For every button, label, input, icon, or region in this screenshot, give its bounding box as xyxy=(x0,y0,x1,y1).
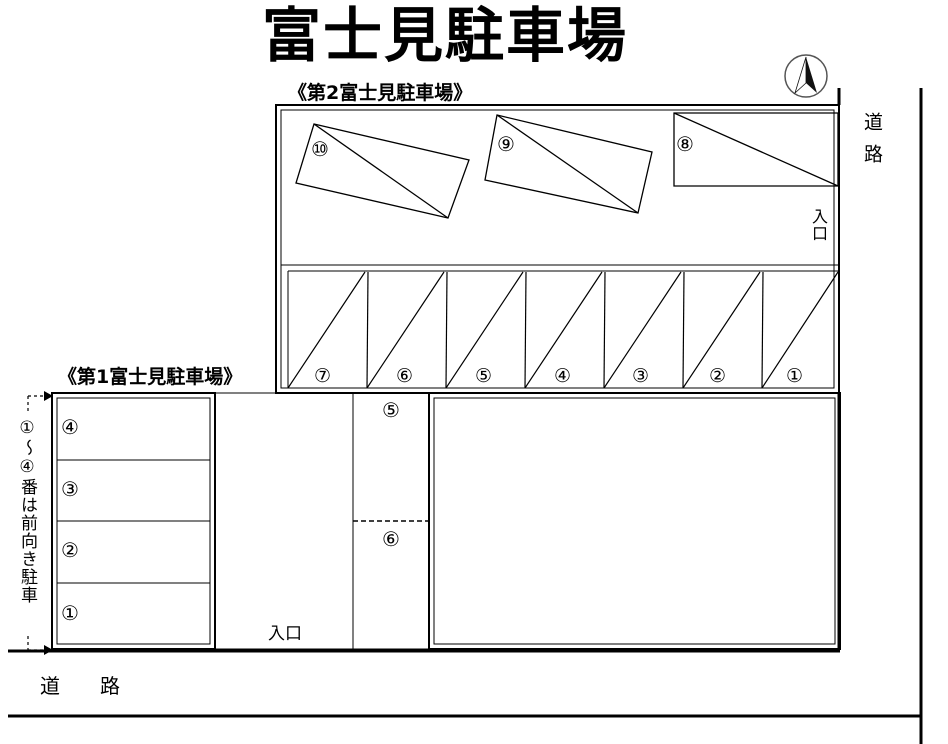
angled-divider-7-right xyxy=(366,271,445,389)
stall-label-4[interactable]: ④ xyxy=(554,366,572,387)
lot1-stall-label-5[interactable]: ⑤ xyxy=(382,398,400,422)
stall-label-3[interactable]: ③ xyxy=(632,366,650,387)
stall-label-9[interactable]: ⑨ xyxy=(497,132,515,156)
angled-tick-6 xyxy=(445,271,448,389)
stall-label-10[interactable]: ⑩ xyxy=(311,137,329,161)
lot2-entrance-label: 入口 xyxy=(809,208,828,242)
angled-tick-5 xyxy=(524,271,527,389)
stall-label-5[interactable]: ⑤ xyxy=(475,366,493,387)
angled-tick-7 xyxy=(366,271,369,389)
lot2-inner-frame xyxy=(280,109,835,389)
angled-divider-5-right xyxy=(524,271,603,389)
angled-tick-2 xyxy=(761,271,764,389)
angled-tick-4 xyxy=(603,271,606,389)
compass-needle-light xyxy=(794,56,807,95)
stall-label-8[interactable]: ⑧ xyxy=(676,132,694,156)
angled-divider-6-right xyxy=(445,271,524,389)
stall-10-diagonal xyxy=(313,123,449,219)
note-arrowhead-bottom xyxy=(44,645,53,655)
front-parking-note: ①〜④番は前向き駐車 xyxy=(17,418,37,604)
stall-label-2[interactable]: ② xyxy=(709,366,727,387)
lot1-entrance-label: 入口 xyxy=(268,624,302,644)
lot1-stall-label-1[interactable]: ① xyxy=(61,601,79,625)
road-label-right: 道路 xyxy=(861,112,883,176)
lot1-stall-label-6[interactable]: ⑥ xyxy=(382,527,400,551)
lot1-driveway xyxy=(214,392,354,650)
road-label-bottom: 道 路 xyxy=(40,674,130,698)
angled-divider-2-right xyxy=(761,271,839,389)
angled-divider-7-left xyxy=(287,271,366,389)
angled-divider-4-right xyxy=(603,271,682,389)
note-arrowhead-top xyxy=(44,391,53,401)
stall-label-1[interactable]: ① xyxy=(786,366,804,387)
lot1-right-area-inner xyxy=(433,397,836,645)
lot1-stall-label-2[interactable]: ② xyxy=(61,538,79,562)
lot1-stall-label-4[interactable]: ④ xyxy=(61,415,79,439)
stall-9-diagonal xyxy=(496,114,639,214)
lot1-heading: 《第1富士見駐車場》 xyxy=(58,366,243,388)
lot2-heading: 《第2富士見駐車場》 xyxy=(288,82,473,104)
angled-tick-3 xyxy=(682,271,685,389)
angled-divider-3-right xyxy=(682,271,761,389)
lot1-stall-label-3[interactable]: ③ xyxy=(61,477,79,501)
stall-label-6[interactable]: ⑥ xyxy=(396,366,414,387)
page-title: 富士見駐車場 xyxy=(262,1,629,70)
north-arrow-icon xyxy=(784,54,828,98)
lot1-right-area-outer xyxy=(427,391,842,651)
stall-8-diagonal xyxy=(673,112,839,187)
stall-label-7[interactable]: ⑦ xyxy=(314,366,332,387)
